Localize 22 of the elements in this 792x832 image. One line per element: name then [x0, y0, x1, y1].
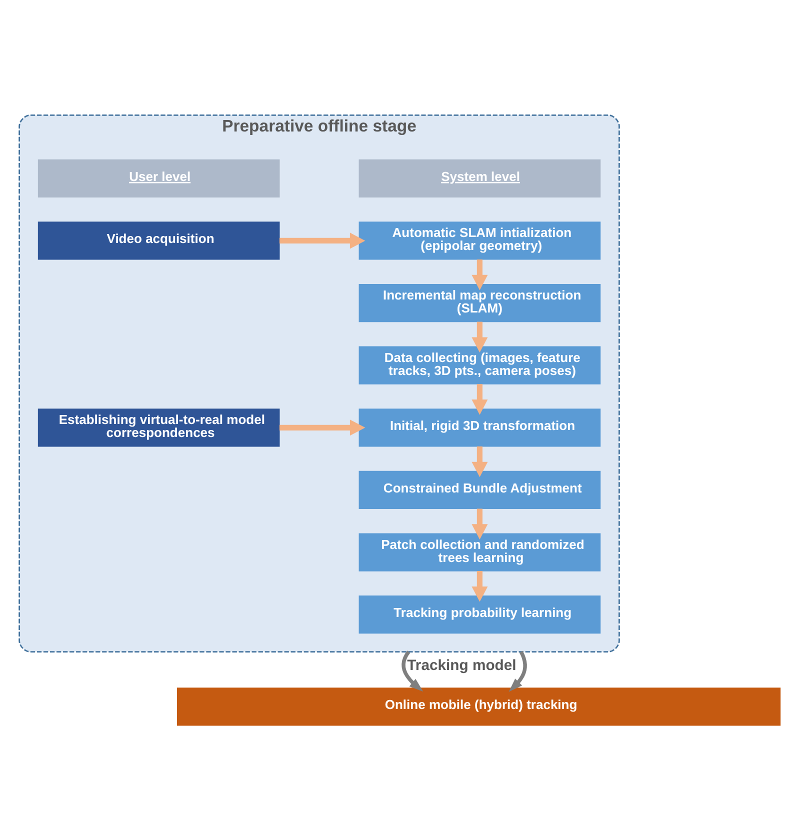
edge-label: Tracking model — [407, 658, 516, 674]
arrow — [472, 258, 488, 290]
arrow — [472, 321, 488, 352]
node-box: User level — [38, 158, 280, 197]
node-box: System level — [358, 158, 601, 197]
node-box: Automatic SLAM intialization (epipolar geometry) — [358, 221, 601, 260]
node-box: Tracking probability learning — [358, 595, 601, 634]
arrow — [279, 419, 366, 436]
node-box: Data collecting (images, feature tracks, 3D pts., camera poses) — [358, 346, 601, 384]
node-box: Video acquisition — [38, 221, 280, 260]
node-box: Patch collection and randomized trees learning — [358, 532, 601, 571]
arrow — [472, 508, 488, 539]
node-box: Incremental map reconstruction (SLAM) — [358, 283, 601, 322]
node-box: Constrained Bundle Adjustment — [358, 470, 601, 509]
arrow — [508, 650, 527, 692]
arrow — [472, 384, 488, 414]
arrow — [472, 570, 488, 602]
arrow — [279, 232, 366, 248]
node-box: Establishing virtual-to-real model correspondences — [38, 408, 280, 446]
node-box: Online mobile (hybrid) tracking — [176, 687, 781, 726]
arrow — [472, 446, 488, 477]
node-box: Initial, rigid 3D transformation — [358, 408, 601, 446]
